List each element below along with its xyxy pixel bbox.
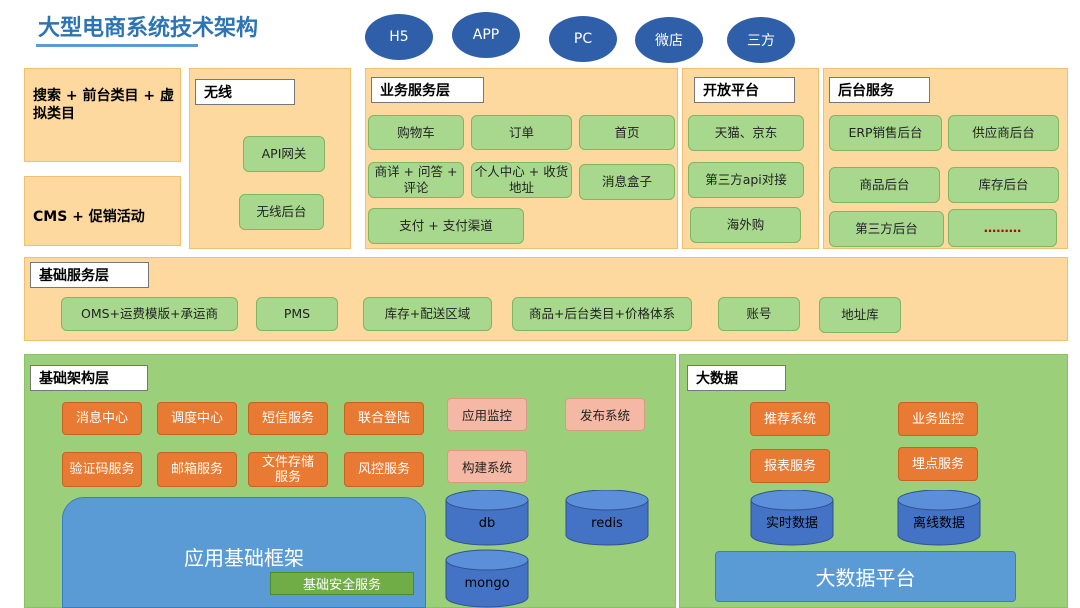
order[interactable]: 订单 [471,115,572,150]
recommendation-system[interactable]: 推荐系统 [750,402,830,436]
realtime-data-cylinder[interactable]: 实时数据 [750,490,834,546]
sso-login[interactable]: 联合登陆 [344,402,424,435]
bigdata-label: 大数据 [687,365,786,391]
infra-label: 基础架构层 [30,365,148,391]
message-box[interactable]: 消息盒子 [579,164,675,200]
realtime-data-svg: 实时数据 [750,490,834,546]
tmall-jd[interactable]: 天猫、京东 [688,115,804,151]
search-panel-text: 搜索 + 前台类目 + 虚拟类目 [33,88,174,122]
address-library[interactable]: 地址库 [819,297,901,333]
third-party-backend[interactable]: 第三方后台 [829,211,944,247]
user-center[interactable]: 个人中心 + 收货地址 [471,162,572,198]
payment[interactable]: 支付 + 支付渠道 [368,208,524,244]
supplier-backend[interactable]: 供应商后台 [948,115,1059,151]
overseas-purchase[interactable]: 海外购 [690,207,801,243]
pms-service[interactable]: PMS [256,297,338,331]
backend-label: 后台服务 [829,77,930,103]
scheduling-center[interactable]: 调度中心 [157,402,237,435]
inventory-backend[interactable]: 库存后台 [948,167,1059,203]
client-pc[interactable]: PC [549,16,617,62]
risk-control-service[interactable]: 风控服务 [344,452,424,487]
build-system[interactable]: 构建系统 [447,450,527,483]
offline-data-label: 离线数据 [913,515,965,531]
release-system[interactable]: 发布系统 [565,398,645,431]
app-monitoring[interactable]: 应用监控 [447,398,527,431]
oms-service[interactable]: OMS+运费模版+承运商 [61,297,238,331]
third-party-api[interactable]: 第三方api对接 [688,162,804,198]
sms-service[interactable]: 短信服务 [248,402,328,435]
basic-services-label: 基础服务层 [30,262,149,288]
wireless-backend[interactable]: 无线后台 [239,194,324,230]
business-label: 业务服务层 [371,77,484,103]
cms-panel-text: CMS + 促销活动 [33,209,145,225]
app-framework-label: 应用基础框架 [184,546,304,570]
client-third-party[interactable]: 三方 [727,17,795,63]
client-weidian[interactable]: 微店 [635,17,703,63]
db-label: db [479,516,496,531]
erp-sales-backend[interactable]: ERP销售后台 [829,115,942,151]
realtime-data-label: 实时数据 [766,516,818,531]
product-category-price[interactable]: 商品+后台类目+价格体系 [512,297,692,331]
search-panel: 搜索 + 前台类目 + 虚拟类目 [24,68,181,162]
captcha-service[interactable]: 验证码服务 [62,452,142,487]
tracking-service[interactable]: 埋点服务 [898,447,978,481]
product-backend[interactable]: 商品后台 [829,167,940,203]
db-cylinders-infra: db mongo [445,490,529,608]
page-title: 大型电商系统技术架构 [38,16,259,41]
more-backends[interactable]: ……… [948,209,1057,247]
redis-label: redis [591,516,623,531]
wireless-label: 无线 [195,79,295,105]
open-platform-label: 开放平台 [694,77,795,103]
file-storage-service[interactable]: 文件存储服务 [248,452,328,487]
title-underline [36,44,198,47]
api-gateway[interactable]: API网关 [243,136,325,172]
product-detail[interactable]: 商详 + 问答 + 评论 [368,162,464,198]
mongo-cylinder[interactable]: mongo [445,549,529,608]
account-service[interactable]: 账号 [718,297,800,331]
email-service[interactable]: 邮箱服务 [157,452,237,487]
cms-panel: CMS + 促销活动 [24,176,181,246]
homepage[interactable]: 首页 [579,115,675,150]
bigdata-platform[interactable]: 大数据平台 [715,551,1016,602]
client-app[interactable]: APP [452,12,520,58]
client-h5[interactable]: H5 [365,14,433,60]
db-cylinder[interactable]: db [445,490,529,546]
basic-security-service[interactable]: 基础安全服务 [270,572,414,595]
message-center[interactable]: 消息中心 [62,402,142,435]
offline-data-svg: 离线数据 [897,490,981,546]
offline-data-cylinder[interactable]: 离线数据 [897,490,981,546]
inventory-delivery[interactable]: 库存+配送区域 [363,297,492,331]
business-monitoring[interactable]: 业务监控 [898,402,978,436]
redis-cylinder-svg: redis [565,490,649,546]
redis-cylinder[interactable]: redis [565,490,649,546]
report-service[interactable]: 报表服务 [750,449,830,483]
cart[interactable]: 购物车 [368,115,464,150]
mongo-label: mongo [464,576,509,591]
